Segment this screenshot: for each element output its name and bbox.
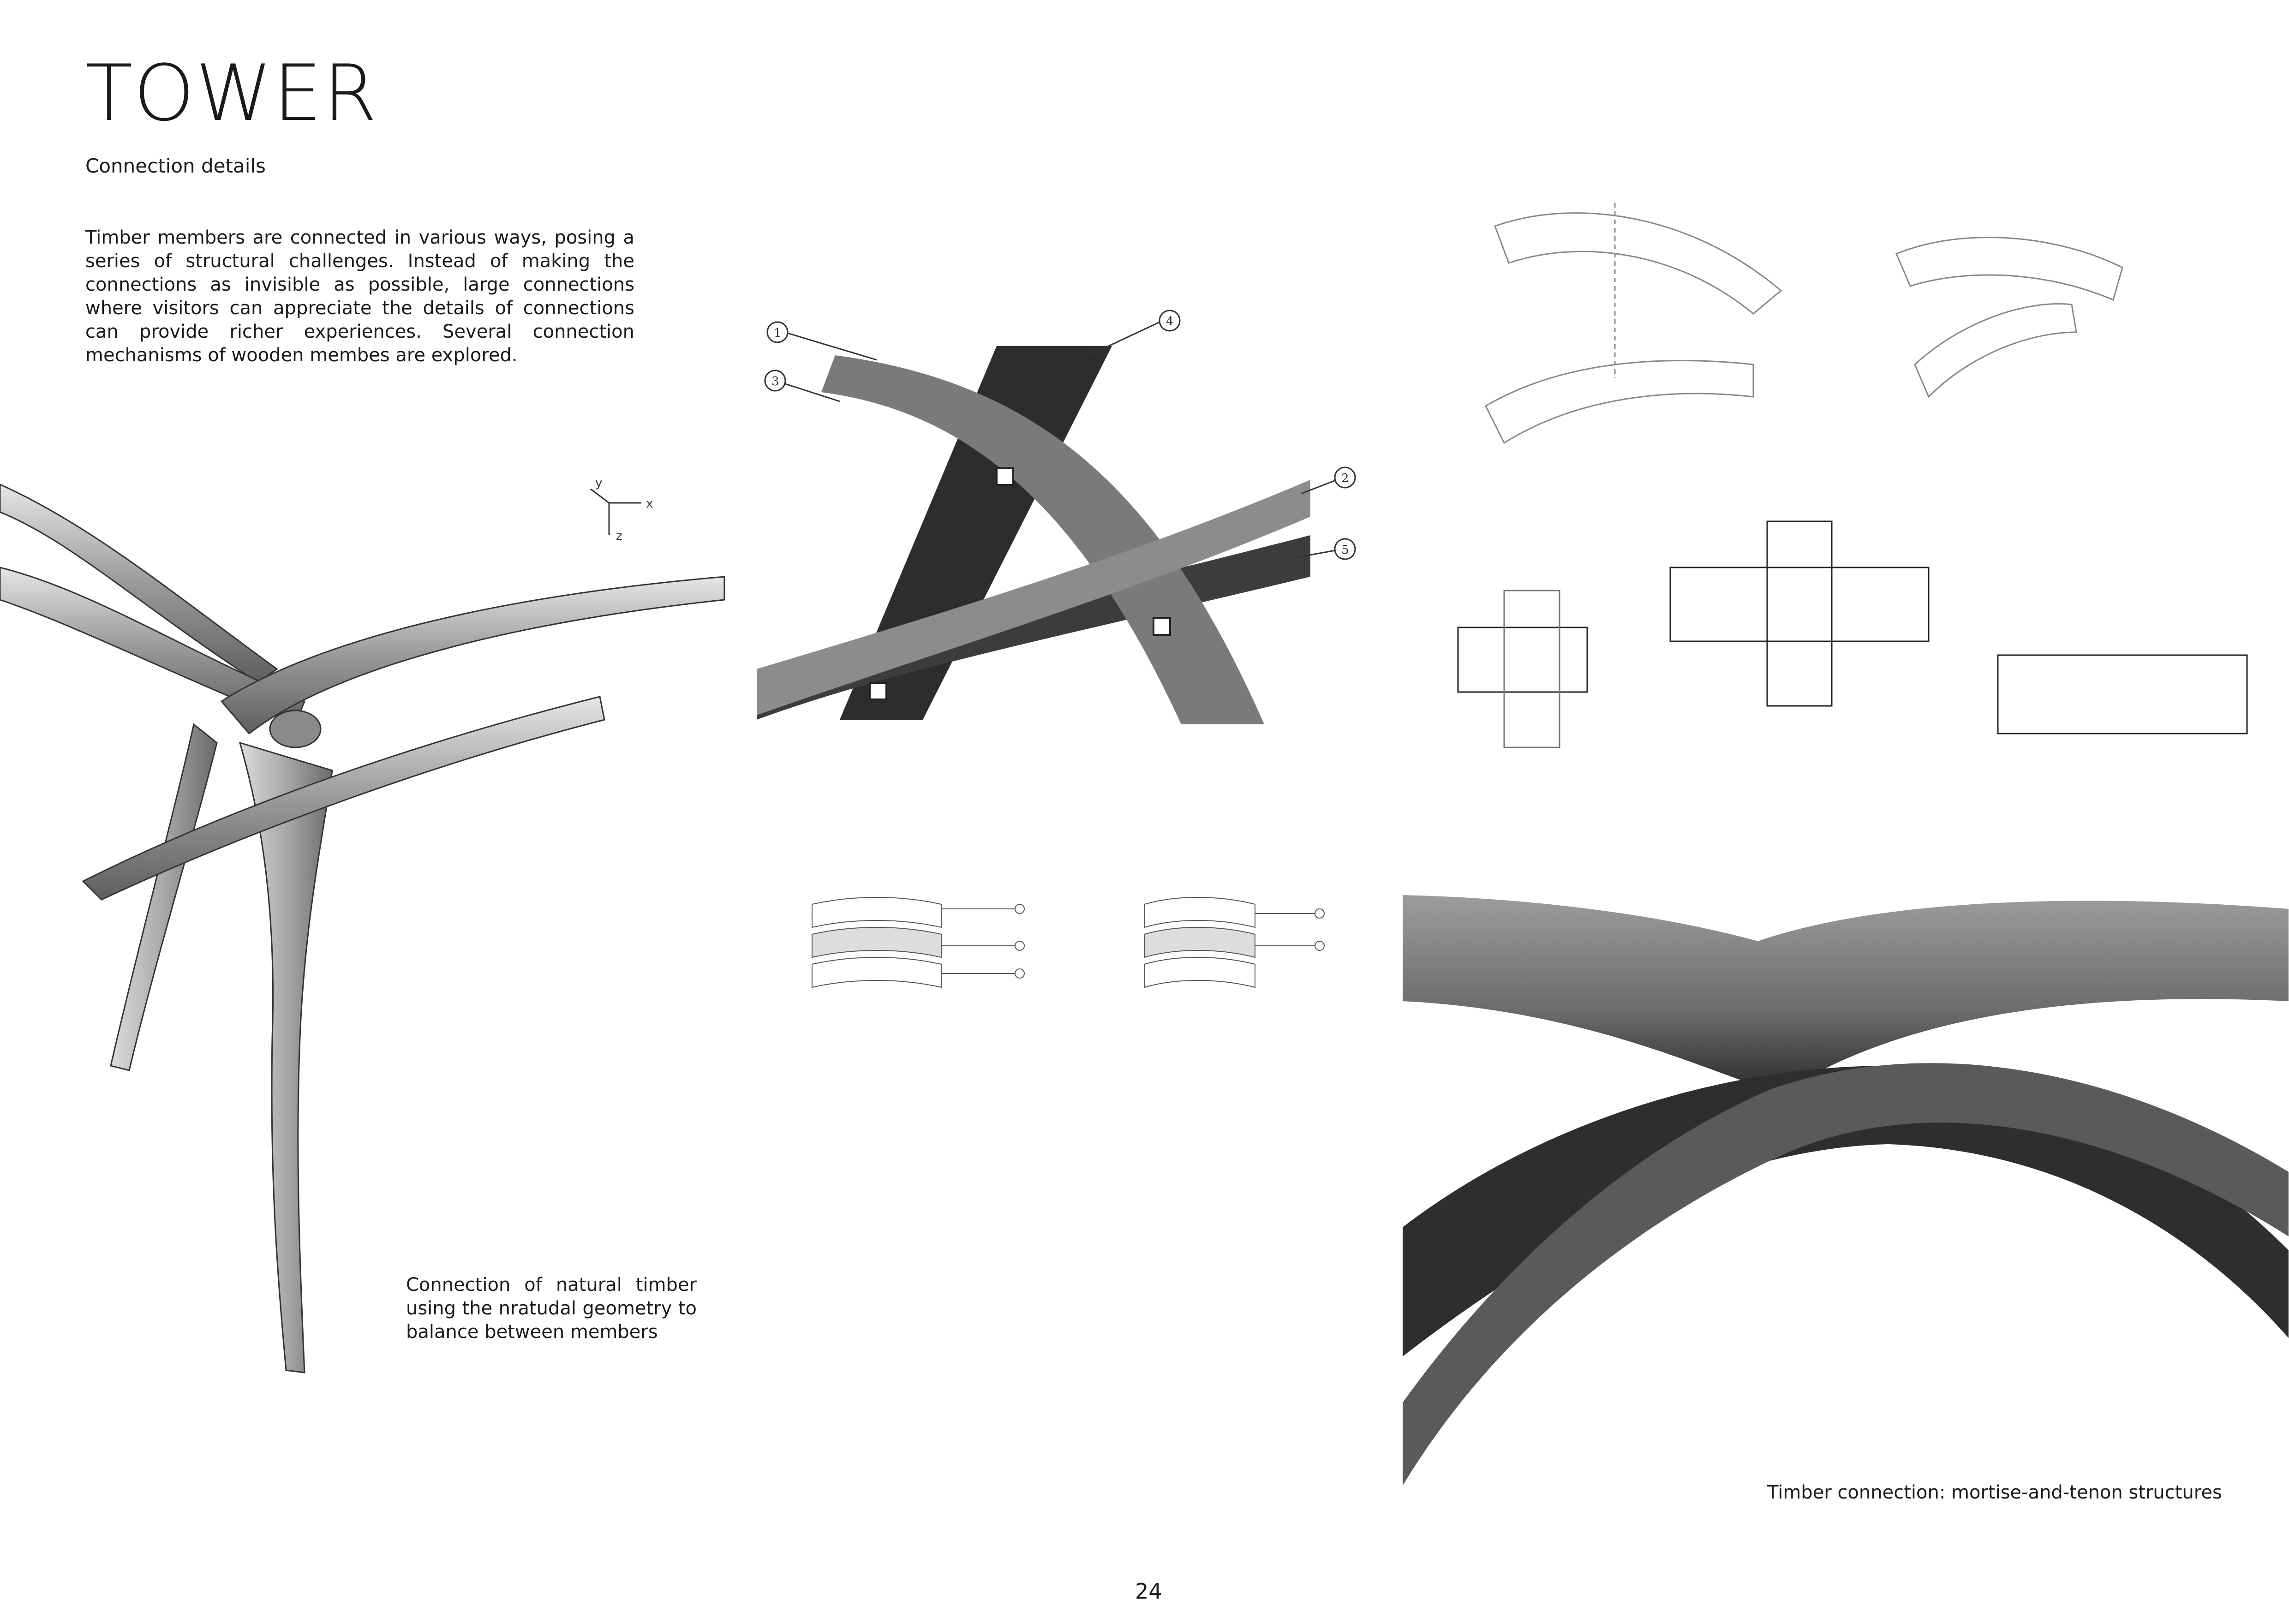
callout-label-2: 2 (1341, 472, 1349, 485)
layered-joint-diagrams (812, 897, 1325, 988)
callout-label-3: 3 (771, 375, 779, 388)
bolt-icons (869, 467, 1171, 700)
arc-joint-exploded-drawings (1457, 203, 2248, 748)
axis-label-x: x (646, 497, 653, 511)
caption-mortise-tenon: Timber connection: mortise-and-tenon str… (1767, 1482, 2222, 1503)
page-subtitle: Connection details (85, 155, 266, 177)
mortise-tenon-drawing (1403, 895, 2289, 1486)
callout-markers (764, 310, 1356, 560)
caption-natural-timber: Connection of natural timber using the n… (406, 1274, 697, 1343)
bolted-connection-drawing: 1 4 3 2 5 (757, 310, 1356, 747)
axis-icon (590, 488, 641, 535)
axis-label-y: y (595, 476, 602, 490)
axis-label-z: z (616, 529, 622, 543)
callout-label-1: 1 (774, 326, 782, 340)
page-title: TOWER (85, 48, 378, 138)
natural-timber-sketch: y x z (0, 476, 725, 1373)
intro-paragraph: Timber members are connected in various … (85, 227, 634, 366)
page-number: 24 (1135, 1579, 1162, 1604)
callout-label-5: 5 (1341, 543, 1349, 557)
callout-label-4: 4 (1166, 315, 1174, 328)
